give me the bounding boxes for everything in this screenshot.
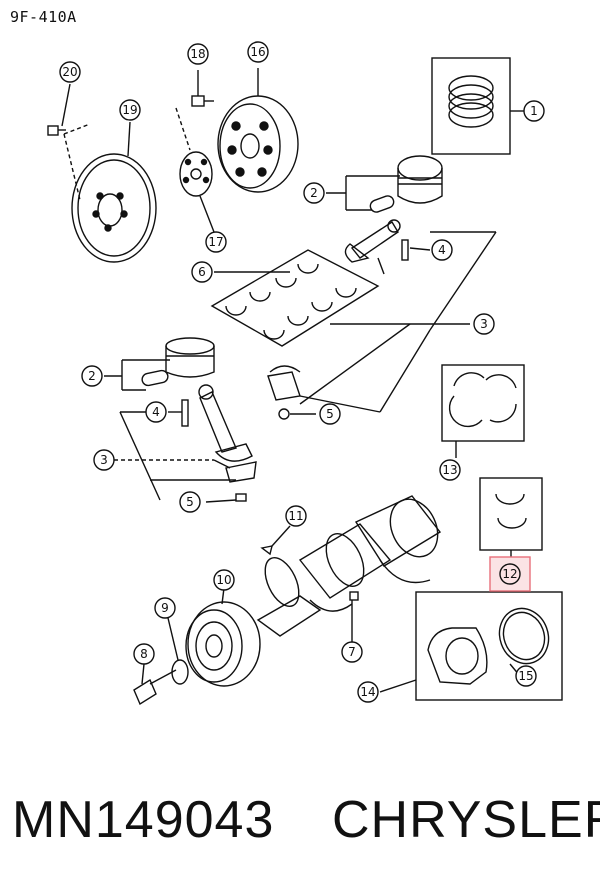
bolt-18 <box>191 70 214 107</box>
callout-label: 14 <box>360 685 375 699</box>
diagram-code: 9F-410A <box>10 8 77 26</box>
callout-6: 6 <box>191 261 213 283</box>
callout-19: 19 <box>119 99 141 121</box>
callout-2: 2 <box>81 365 103 387</box>
part-number: MN149043 <box>12 791 275 849</box>
rod-cap-middle <box>267 323 470 420</box>
callout-highlight <box>489 556 531 592</box>
callout-label: 13 <box>442 463 457 477</box>
bolt-20 <box>47 83 91 201</box>
callout-label: 16 <box>250 45 265 59</box>
flywheel <box>71 121 157 263</box>
callout-label: 3 <box>100 453 108 467</box>
callout-20: 20 <box>59 61 81 83</box>
crankshaft <box>256 495 442 644</box>
callout-16: 16 <box>247 41 269 63</box>
crank-key <box>260 525 291 556</box>
connecting-rod-lower <box>114 384 257 503</box>
thrust-bearing-set <box>441 364 525 458</box>
callout-4: 4 <box>145 401 167 423</box>
callout-8: 8 <box>133 643 155 665</box>
callout-label: 17 <box>208 235 223 249</box>
callout-12: 12 <box>489 556 531 592</box>
callout-label: 11 <box>288 509 303 523</box>
callout-2: 2 <box>303 182 325 204</box>
callout-label: 6 <box>198 265 206 279</box>
callout-1: 1 <box>523 100 545 122</box>
torque-converter <box>217 68 299 193</box>
callout-label: 1 <box>530 104 538 118</box>
callout-label: 4 <box>152 405 160 419</box>
callout-label: 8 <box>140 647 148 661</box>
callout-label: 4 <box>438 243 446 257</box>
callout-3: 3 <box>93 449 115 471</box>
part-footer: MN149043 CHRYSLER <box>0 790 600 870</box>
callout-label: 3 <box>480 317 488 331</box>
crank-pulley <box>185 587 261 687</box>
callout-label: 19 <box>122 103 137 117</box>
connecting-rod-upper <box>344 219 497 331</box>
callout-label: 5 <box>326 407 334 421</box>
callout-label: 5 <box>186 495 194 509</box>
rear-seal-kit <box>379 591 563 701</box>
drive-plate <box>175 107 215 233</box>
crank-bolt <box>133 663 177 706</box>
callout-4: 4 <box>431 239 453 261</box>
callout-13: 13 <box>439 459 461 481</box>
callout-10: 10 <box>213 569 235 591</box>
callout-9: 9 <box>154 597 176 619</box>
piston-ring-set <box>431 57 524 155</box>
callout-7: 7 <box>341 641 363 663</box>
washer <box>167 617 189 685</box>
brand-name: CHRYSLER <box>332 791 600 849</box>
callout-5: 5 <box>179 491 201 513</box>
callout-label: 12 <box>502 567 517 581</box>
callout-label: 15 <box>518 669 533 683</box>
callout-3: 3 <box>473 313 495 335</box>
callout-18: 18 <box>187 43 209 65</box>
bearing-set <box>210 249 380 347</box>
callout-11: 11 <box>285 505 307 527</box>
piston-lower <box>104 337 215 391</box>
callout-label: 9 <box>161 601 169 615</box>
callout-label: 18 <box>190 47 205 61</box>
piston-upper <box>326 155 443 213</box>
callout-5: 5 <box>319 403 341 425</box>
callout-label: 10 <box>216 573 231 587</box>
callout-15: 15 <box>515 665 537 687</box>
callout-label: 20 <box>62 65 77 79</box>
callout-14: 14 <box>357 681 379 703</box>
callout-17: 17 <box>205 231 227 253</box>
callout-label: 2 <box>310 186 318 200</box>
callout-label: 2 <box>88 369 96 383</box>
callout-label: 7 <box>348 645 356 659</box>
main-bearing-set <box>479 477 543 562</box>
